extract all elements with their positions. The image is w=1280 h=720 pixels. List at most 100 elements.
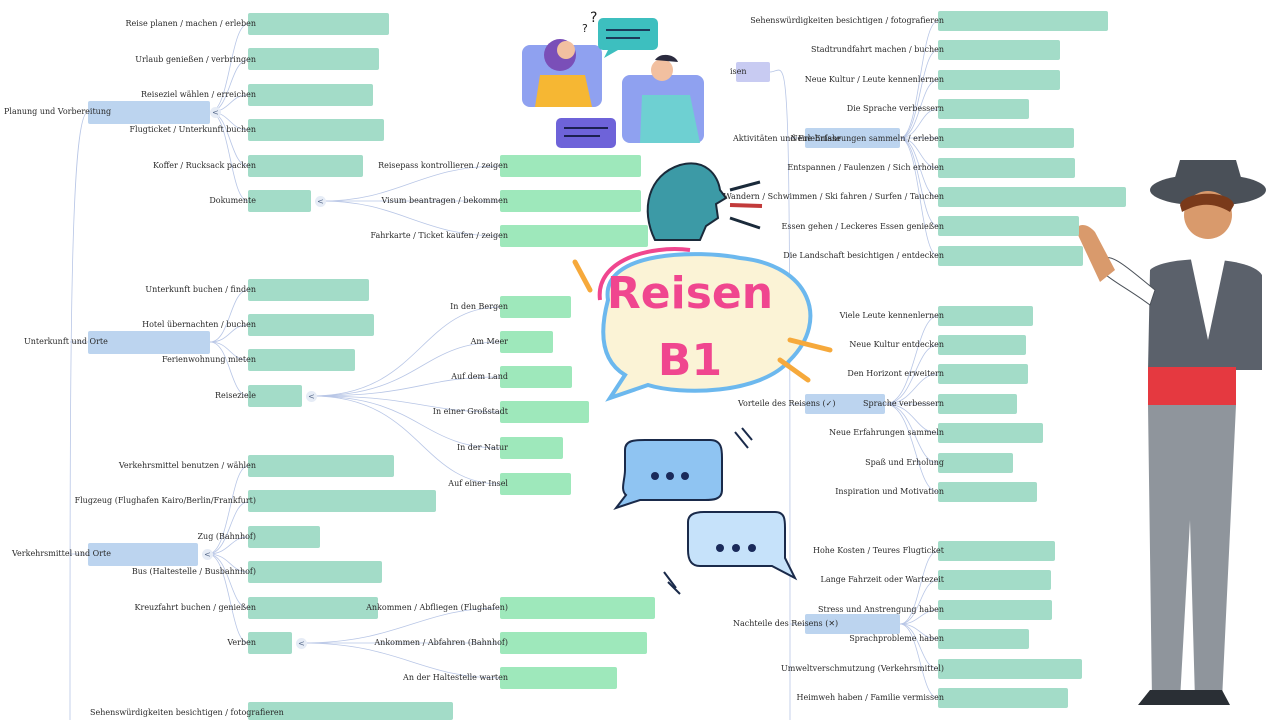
vorteile-item-label-3: Sprache verbessern <box>863 399 944 408</box>
verkehr-item-box-1[interactable] <box>248 490 436 512</box>
bottom-item-box[interactable] <box>248 702 453 720</box>
node-unterkunft-label: Unterkunft und Orte <box>24 337 108 346</box>
aktiv-item-box-0[interactable] <box>938 11 1108 31</box>
aktiv-item-box-3[interactable] <box>938 99 1029 119</box>
node-unterkunft[interactable] <box>88 331 210 354</box>
nachteile-item-box-4[interactable] <box>938 659 1082 679</box>
aktiv-item-label-4: Neue Erfahrungen sammeln / erleben <box>790 134 944 143</box>
vorteile-item-box-3[interactable] <box>938 394 1017 414</box>
central-title-line2: B1 <box>658 335 722 386</box>
verben-item-box-2[interactable] <box>500 667 617 689</box>
node-reisen-small-label: isen <box>730 67 747 76</box>
reiseziele-item-box-3[interactable] <box>500 401 589 423</box>
aktiv-item-box-5[interactable] <box>938 158 1075 178</box>
node-reisen-small[interactable] <box>736 62 770 82</box>
aktiv-item-box-7[interactable] <box>938 216 1079 236</box>
nachteile-item-box-1[interactable] <box>938 570 1051 590</box>
aktiv-item-box-1[interactable] <box>938 40 1060 60</box>
aktiv-item-box-4[interactable] <box>938 128 1074 148</box>
planung-item-box-1[interactable] <box>248 48 379 70</box>
reiseziele-item-box-1[interactable] <box>500 331 553 353</box>
unterkunft-item-box-2[interactable] <box>248 349 355 371</box>
nachteile-item-box-5[interactable] <box>938 688 1068 708</box>
aktiv-item-label-3: Die Sprache verbessern <box>846 104 944 113</box>
planung-item-label-1: Urlaub genießen / verbringen <box>135 55 256 64</box>
aktiv-item-box-8[interactable] <box>938 246 1083 266</box>
unterkunft-item-box-0[interactable] <box>248 279 369 301</box>
node-aktivitaeten[interactable] <box>805 128 900 148</box>
vorteile-item-label-6: Inspiration und Motivation <box>835 487 944 496</box>
dokumente-item-label-1: Visum beantragen / bekommen <box>381 196 508 205</box>
verben-item-box-1[interactable] <box>500 632 647 654</box>
unterkunft-item-box-1[interactable] <box>248 314 374 336</box>
nachteile-item-box-2[interactable] <box>938 600 1052 620</box>
nachteile-item-box-0[interactable] <box>938 541 1055 561</box>
svg-text:?: ? <box>582 22 588 35</box>
vorteile-item-box-2[interactable] <box>938 364 1028 384</box>
aktiv-item-label-7: Essen gehen / Leckeres Essen genießen <box>781 222 944 231</box>
planung-item-box-2[interactable] <box>248 84 373 106</box>
verkehr-collapse-button[interactable]: < <box>202 549 213 560</box>
reiseziele-box[interactable] <box>248 385 302 407</box>
aktiv-item-box-2[interactable] <box>938 70 1060 90</box>
node-vorteile[interactable] <box>805 394 885 414</box>
verkehr-item-box-2[interactable] <box>248 526 320 548</box>
reiseziele-item-box-4[interactable] <box>500 437 563 459</box>
node-planung[interactable] <box>88 101 210 124</box>
verkehr-item-label-3: Bus (Haltestelle / Busbahnhof) <box>131 567 256 576</box>
verben-box[interactable] <box>248 632 292 654</box>
node-verkehr[interactable] <box>88 543 198 566</box>
aktiv-item-box-6[interactable] <box>938 187 1126 207</box>
verkehr-item-box-3[interactable] <box>248 561 382 583</box>
aktiv-item-label-5: Entspannen / Faulenzen / Sich erholen <box>787 163 944 172</box>
planung-item-box-4[interactable] <box>248 155 363 177</box>
node-verkehr-label: Verkehrsmittel und Orte <box>12 549 111 558</box>
connector-lines <box>69 20 939 720</box>
chat-bubble-icons <box>613 427 798 595</box>
nachteile-item-box-3[interactable] <box>938 629 1029 649</box>
vorteile-item-box-4[interactable] <box>938 423 1043 443</box>
aktiv-item-label-6: Wandern / Schwimmen / Ski fahren / Surfe… <box>723 192 944 201</box>
reiseziele-label: Reiseziele <box>215 391 256 400</box>
dokumente-item-box-1[interactable] <box>500 190 641 212</box>
planung-item-box-3[interactable] <box>248 119 384 141</box>
reiseziele-item-label-2: Auf dem Land <box>451 372 508 381</box>
reiseziele-collapse-button[interactable]: < <box>306 391 317 402</box>
planung-collapse-button[interactable]: < <box>210 107 221 118</box>
dokumente-collapse-button[interactable]: < <box>315 196 326 207</box>
node-nachteile[interactable] <box>805 614 900 634</box>
reiseziele-item-label-4: In der Natur <box>456 443 508 452</box>
dokumente-item-box-2[interactable] <box>500 225 648 247</box>
planung-item-box-0[interactable] <box>248 13 389 35</box>
central-title-bubble: Reisen B1 <box>572 247 833 402</box>
verben-item-label-2: An der Haltestelle warten <box>403 673 508 682</box>
verben-label: Verben <box>227 638 256 647</box>
planung-item-label-4: Koffer / Rucksack packen <box>153 161 256 170</box>
dokumente-item-box-0[interactable] <box>500 155 641 177</box>
verkehr-item-box-0[interactable] <box>248 455 394 477</box>
reiseziele-item-box-2[interactable] <box>500 366 572 388</box>
reiseziele-item-label-1: Am Meer <box>470 337 508 346</box>
dokumente-box[interactable] <box>248 190 311 212</box>
vorteile-item-box-5[interactable] <box>938 453 1013 473</box>
verkehr-item-box-4[interactable] <box>248 597 378 619</box>
aktiv-item-label-2: Neue Kultur / Leute kennenlernen <box>804 75 944 84</box>
planung-item-label-0: Reise planen / machen / erleben <box>125 19 256 28</box>
reiseziele-item-box-5[interactable] <box>500 473 571 495</box>
vorteile-item-box-6[interactable] <box>938 482 1037 502</box>
aktiv-item-label-8: Die Landschaft besichtigen / entdecken <box>783 251 944 260</box>
unterkunft-item-label-0: Unterkunft buchen / finden <box>145 285 256 294</box>
verkehr-item-label-1: Flugzeug (Flughafen Kairo/Berlin/Frankfu… <box>74 496 256 505</box>
verben-collapse-button[interactable]: < <box>296 638 307 649</box>
verben-item-box-0[interactable] <box>500 597 655 619</box>
dokumente-label: Dokumente <box>209 196 256 205</box>
reiseziele-item-label-0: In den Bergen <box>450 302 508 311</box>
reiseziele-item-box-0[interactable] <box>500 296 571 318</box>
node-aktivitaeten-label: Aktivitäten und Erlebnisse <box>733 134 841 143</box>
nachteile-item-label-5: Heimweh haben / Familie vermissen <box>796 693 944 702</box>
vorteile-item-box-1[interactable] <box>938 335 1026 355</box>
nachteile-item-label-4: Umweltverschmutzung (Verkehrsmittel) <box>780 664 944 673</box>
vorteile-item-box-0[interactable] <box>938 306 1033 326</box>
nachteile-item-label-3: Sprachprobleme haben <box>849 634 944 643</box>
